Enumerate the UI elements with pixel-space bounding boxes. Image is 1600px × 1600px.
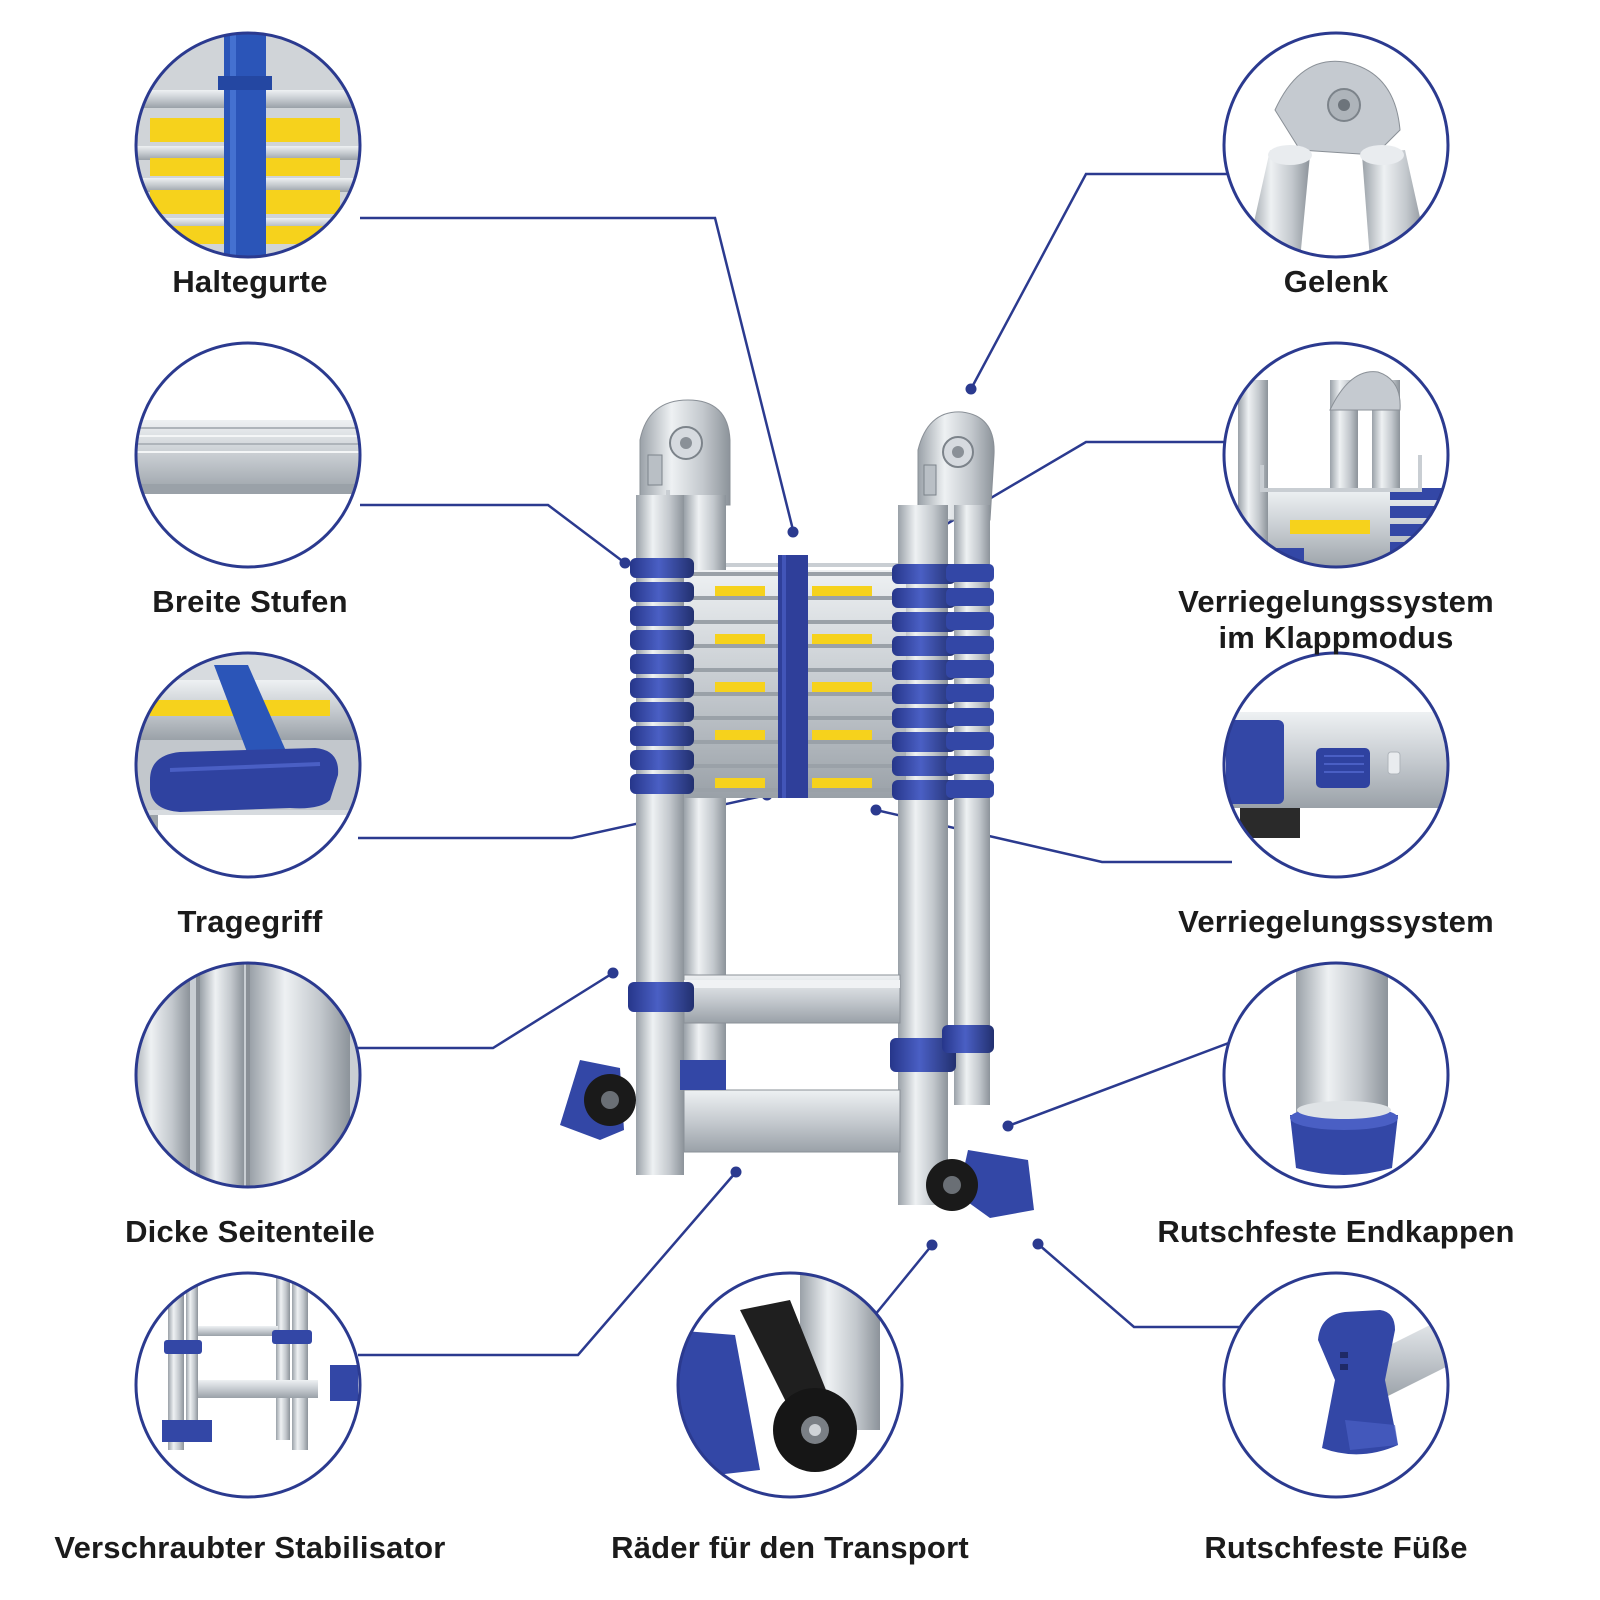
- leader-dicke-seitenteile: [358, 971, 614, 1050]
- warning-sticker: [715, 634, 765, 644]
- rung-collar-right: [892, 636, 956, 656]
- rung-collar-back: [946, 588, 994, 606]
- detail-image-verriegelung: [1222, 651, 1450, 879]
- rung-collar-left: [630, 750, 694, 770]
- leader-fuesse: [1037, 1243, 1262, 1329]
- rung-collar-left: [630, 726, 694, 746]
- rung-collar-left: [630, 702, 694, 722]
- label-fuesse: Rutschfeste Füße: [1204, 1530, 1468, 1565]
- leader-lines: [358, 172, 1262, 1357]
- rung-collar-back: [946, 780, 994, 798]
- warning-sticker: [812, 778, 872, 788]
- rung-collar-left: [630, 606, 694, 626]
- label-verriegelung-klapp: Verriegelungssystem: [1178, 584, 1494, 619]
- leader-haltegurte: [360, 216, 795, 531]
- rung-collar-left: [630, 774, 694, 794]
- label-haltegurte: Haltegurte: [172, 264, 328, 299]
- rung-collar-left: [630, 654, 694, 674]
- label-raeder: Räder für den Transport: [611, 1530, 969, 1565]
- label-verriegelung-klapp-line2: im Klappmodus: [1218, 620, 1454, 655]
- detail-image-tragegriff: [134, 651, 362, 879]
- rung-collar-left: [630, 630, 694, 650]
- detail-image-endkappen: [1222, 961, 1450, 1189]
- rung-collar-right: [892, 732, 956, 752]
- leader-verriegelung: [875, 808, 1232, 864]
- rung-collar-right: [892, 564, 956, 584]
- rung-collar-right: [892, 660, 956, 680]
- rung-collar-right: [892, 612, 956, 632]
- label-endkappen: Rutschfeste Endkappen: [1157, 1214, 1515, 1249]
- rung-collar-right: [892, 780, 956, 800]
- rung-collar-back: [946, 564, 994, 582]
- warning-sticker: [812, 586, 872, 596]
- rung-collar-left: [630, 582, 694, 602]
- rung-collar-back: [946, 612, 994, 630]
- detail-image-stabilisator: [134, 1271, 362, 1499]
- warning-sticker: [715, 730, 765, 740]
- detail-image-raeder: [676, 1271, 904, 1499]
- rung-collar-right: [892, 588, 956, 608]
- rung-collar-left: [630, 678, 694, 698]
- ladder-main: [560, 399, 1034, 1218]
- warning-sticker: [715, 682, 765, 692]
- leader-stabilisator: [358, 1171, 737, 1357]
- label-breite-stufen: Breite Stufen: [152, 584, 348, 619]
- warning-sticker: [715, 586, 765, 596]
- rung-collar-right: [892, 684, 956, 704]
- detail-image-haltegurte: [134, 31, 362, 259]
- rung-collar-back: [946, 708, 994, 726]
- warning-sticker: [812, 634, 872, 644]
- label-verriegelung: Verriegelungssystem: [1178, 904, 1494, 939]
- rung-collar-back: [946, 684, 994, 702]
- leader-raeder: [869, 1244, 933, 1322]
- label-verschraubter-stabilisator: Verschraubter Stabilisator: [54, 1530, 446, 1565]
- warning-sticker: [812, 730, 872, 740]
- detail-image-dicke-seitenteile: [134, 961, 362, 1189]
- leader-breite-stufen: [360, 503, 626, 564]
- rung-collar-right: [892, 756, 956, 776]
- rung-collar-right: [892, 708, 956, 728]
- leader-gelenk: [969, 172, 1236, 390]
- detail-image-gelenk: [1222, 31, 1450, 259]
- rung-collar-back: [946, 660, 994, 678]
- rung-collar-left: [630, 558, 694, 578]
- label-gelenk: Gelenk: [1283, 264, 1389, 299]
- label-tragegriff: Tragegriff: [177, 904, 323, 939]
- detail-image-breite-stufen: [134, 341, 362, 569]
- label-dicke-seitenteile: Dicke Seitenteile: [125, 1214, 375, 1249]
- warning-sticker: [715, 778, 765, 788]
- detail-image-fuesse: [1222, 1271, 1450, 1499]
- rung-collar-back: [946, 756, 994, 774]
- rung-collar-back: [946, 636, 994, 654]
- detail-image-verriegelung-klapp: [1222, 341, 1450, 569]
- warning-sticker: [812, 682, 872, 692]
- rung-collar-back: [946, 732, 994, 750]
- leader-endkappen: [1007, 1036, 1243, 1128]
